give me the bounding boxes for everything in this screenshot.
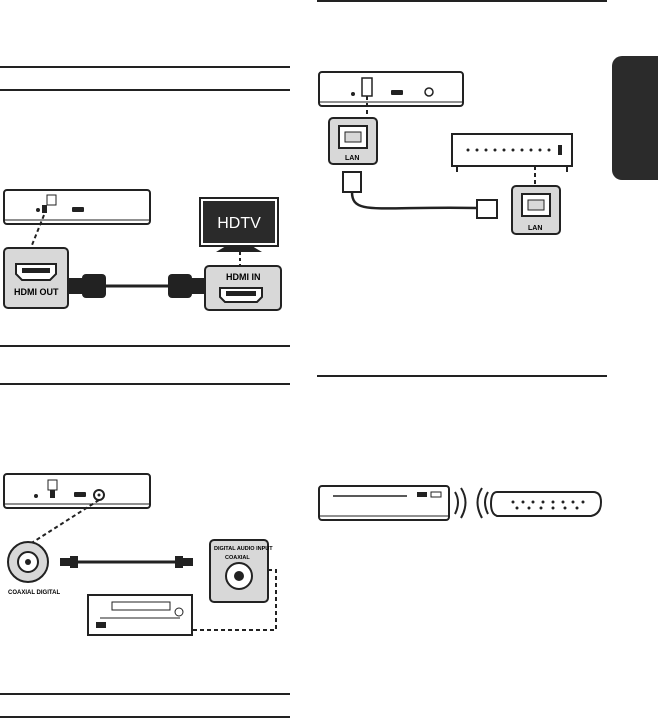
section-rule	[0, 383, 290, 385]
hdtv-label: HDTV	[217, 215, 261, 232]
section-rule	[0, 693, 290, 695]
lan-player-label: LAN	[345, 155, 359, 162]
hdmi-out-label: HDMI OUT	[14, 287, 59, 297]
digital-audio-input-label: DIGITAL AUDIO INPUT	[214, 546, 273, 552]
coaxial-digital-label: COAXIAL DIGITAL	[8, 590, 60, 596]
section-rule	[0, 716, 290, 718]
section-rule	[317, 0, 607, 2]
section-rule	[0, 89, 290, 91]
coaxial-connection-diagram: COAXIAL DIGITAL DIGITAL AUDIO INPUT COAX…	[3, 473, 277, 636]
lan-router-label: LAN	[528, 225, 542, 232]
coaxial-label: COAXIAL	[225, 555, 250, 561]
remote-control-diagram	[318, 485, 603, 521]
lan-connection-diagram: LAN LAN	[318, 71, 573, 235]
hdmi-in-label: HDMI IN	[226, 272, 261, 282]
section-rule	[0, 66, 290, 68]
section-rule	[317, 375, 607, 377]
hdmi-connection-diagram: HDMI OUT HDTV HDMI IN	[3, 189, 282, 311]
section-rule	[0, 345, 290, 347]
language-tab	[612, 56, 658, 180]
